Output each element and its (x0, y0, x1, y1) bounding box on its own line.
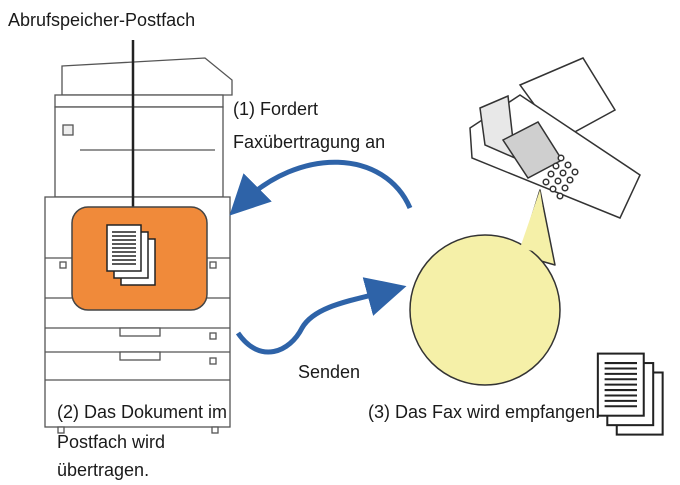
fax-machine-icon (469, 57, 641, 219)
received-circle (409, 234, 561, 386)
send-label: Senden (298, 362, 361, 382)
step1-label-line2: Faxübertragung an (233, 132, 386, 152)
step2-label-line2: Postfach wird (57, 432, 166, 452)
document-stack-icon (596, 352, 664, 436)
request-arrow (229, 159, 413, 216)
document-stack-icon (106, 224, 156, 286)
step1-label-line1: (1) Fordert (233, 99, 319, 119)
send-arrow (235, 277, 407, 355)
step2-label-line3: übertragen. (57, 460, 150, 480)
mailbox-label: Abrufspeicher-Postfach (8, 10, 196, 30)
step3-label: (3) Das Fax wird empfangen. (368, 402, 601, 422)
step2-label-line1: (2) Das Dokument im (57, 402, 228, 422)
